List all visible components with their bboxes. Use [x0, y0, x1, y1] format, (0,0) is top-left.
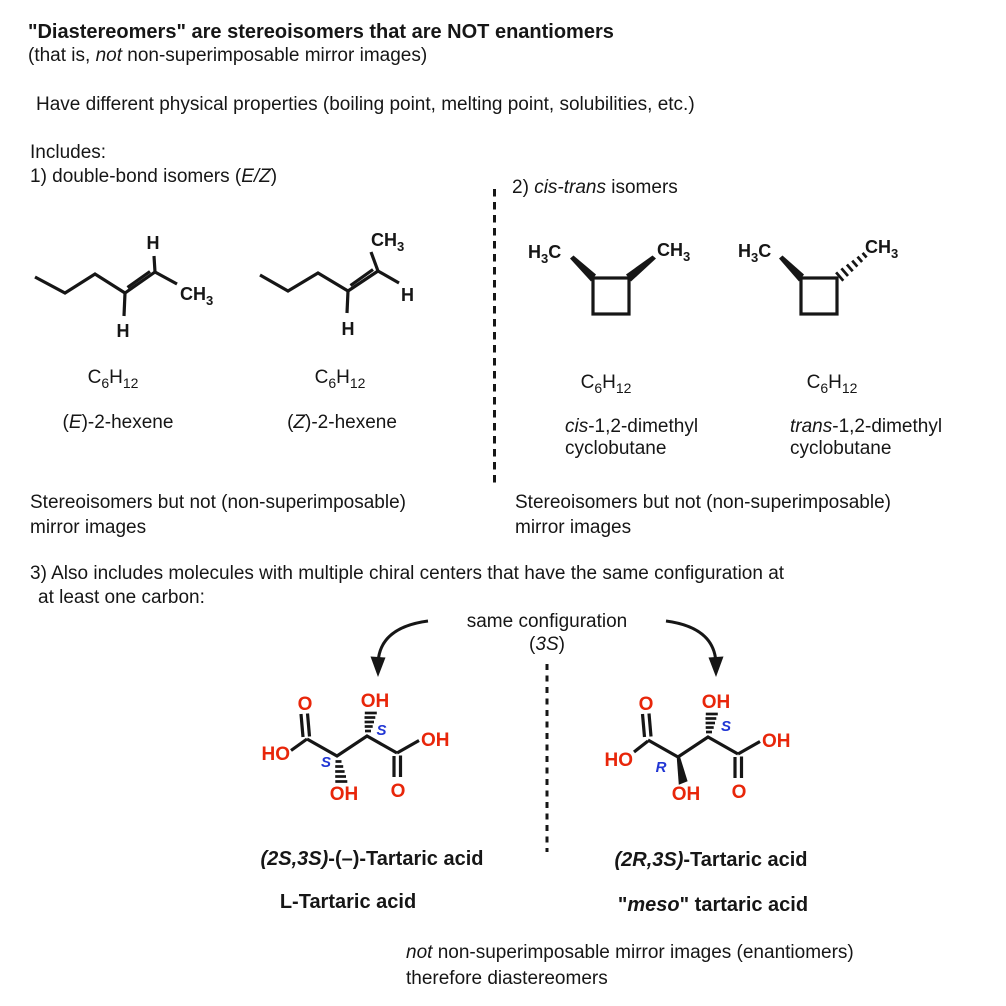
formula-c6h12: C6H12 — [87, 367, 139, 391]
name-2r3s-tartaric: (2R,3S)-Tartaric acid — [614, 849, 808, 871]
name-e-2-hexene: (E)-2-hexene — [62, 412, 174, 433]
section3-heading-line1: 3) Also includes molecules with multiple… — [30, 563, 785, 584]
tartaric-bonds — [290, 713, 420, 777]
oh-label: OH — [702, 692, 731, 713]
h-label: H — [342, 319, 355, 339]
curved-arrow-right — [665, 619, 724, 677]
z-hexene-bonds — [259, 251, 400, 314]
formula-c6h12: C6H12 — [314, 367, 366, 391]
s1-heading-pre: 1) double-bond isomers ( — [30, 166, 242, 187]
s2-heading-post: isomers — [605, 177, 678, 198]
methyl-label-left: H3C — [528, 242, 561, 266]
hash-bond-up — [364, 711, 377, 733]
methyl-label: CH3 — [371, 230, 404, 254]
name-z-2-hexene: (Z)-2-hexene — [287, 412, 397, 433]
ho-label: HO — [262, 744, 291, 765]
structure-cis-dimethylcyclobutane: H3C CH3 — [528, 240, 690, 316]
stereocenter-s-label: S — [721, 718, 731, 735]
oh-label: OH — [330, 784, 359, 805]
stereocenter-r-label: R — [656, 759, 667, 776]
h-label: H — [401, 285, 414, 305]
same-configuration-label: same configuration — [466, 611, 628, 632]
wedge-bond — [570, 255, 596, 282]
cyclobutane-ring — [799, 276, 839, 316]
tartaric-bonds — [633, 713, 761, 778]
curved-arrow-left — [370, 619, 429, 677]
name-trans-dimethyl: trans-1,2-dimethyl — [790, 416, 943, 437]
section3-footer: not non-superimposable mirror images (en… — [406, 942, 854, 989]
ho-label: HO — [605, 750, 634, 771]
structure-z-2-hexene: H H CH3 — [259, 230, 414, 339]
section1-heading: 1) double-bond isomers (E/Z) — [30, 165, 277, 189]
h-label: H — [147, 233, 160, 253]
structure-meso-tartaric-acid: HO O OH OH O OH R S — [605, 692, 791, 805]
configuration-3s-label: (3S) — [529, 634, 565, 655]
o-label: O — [298, 694, 313, 715]
hash-bond-up — [705, 712, 718, 734]
e-hexene-bonds — [34, 255, 178, 317]
h-label: H — [117, 321, 130, 340]
name-cis-dimethyl: cis-1,2-dimethyl — [565, 416, 699, 437]
name-cis-line2: cyclobutane — [565, 438, 667, 459]
hash-bond — [835, 252, 868, 282]
oh-label: OH — [672, 784, 701, 805]
s2-heading-pre: 2) — [512, 177, 535, 198]
o-label: O — [391, 781, 406, 802]
wedge-bond-down — [676, 756, 688, 785]
name-meso-tartaric: "meso" tartaric acid — [617, 894, 809, 916]
stereocenter-s-label: S — [376, 722, 386, 739]
page-title: "Diastereomers" are stereoisomers that a… — [28, 21, 614, 43]
oh-label: OH — [421, 730, 450, 751]
section2-footer: Stereoisomers but not (non-superimposabl… — [515, 492, 891, 538]
hash-bond-down — [335, 760, 348, 783]
name-l-tartaric: L-Tartaric acid — [279, 891, 417, 913]
structure-trans-dimethylcyclobutane: H3C CH3 — [738, 237, 898, 316]
s1-heading-post: ) — [270, 166, 278, 187]
stereocenter-s-label: S — [321, 754, 331, 771]
oh-label: OH — [762, 731, 791, 752]
includes-label: Includes: — [30, 142, 107, 163]
page-subtitle: (that is, not non-superimposable mirror … — [28, 44, 427, 68]
properties-line: Have different physical properties (boil… — [36, 94, 695, 115]
s2-heading-italic: cis-trans — [534, 177, 606, 198]
subtitle-post: non-superimposable mirror images) — [122, 45, 428, 66]
name-2s3s-tartaric: (2S,3S)-(–)-Tartaric acid — [260, 848, 484, 870]
subtitle-italic: not — [95, 45, 122, 66]
formula-c6h12: C6H12 — [806, 372, 858, 396]
cyclobutane-ring — [591, 276, 631, 316]
wedge-bond — [779, 255, 804, 282]
structure-e-2-hexene: H H CH3 — [34, 233, 213, 340]
o-label: O — [732, 782, 747, 803]
name-trans-line2: cyclobutane — [790, 438, 892, 459]
oh-label: OH — [361, 691, 390, 712]
formula-c6h12: C6H12 — [580, 372, 632, 396]
methyl-label-right: CH3 — [657, 240, 690, 264]
methyl-label-right: CH3 — [865, 237, 898, 261]
methyl-label: CH3 — [180, 284, 213, 308]
s1-heading-italic: E/Z — [241, 166, 271, 187]
subtitle-pre: (that is, — [28, 45, 96, 66]
section2-heading: 2) cis-trans isomers — [512, 176, 678, 200]
o-label: O — [639, 694, 654, 715]
wedge-bond — [626, 255, 656, 282]
section3-heading-line2: at least one carbon: — [38, 587, 205, 608]
structure-l-tartaric-acid: HO O OH OH O OH S S — [262, 691, 450, 805]
section1-footer: Stereoisomers but not (non-superimposabl… — [30, 492, 406, 538]
methyl-label-left: H3C — [738, 241, 771, 265]
